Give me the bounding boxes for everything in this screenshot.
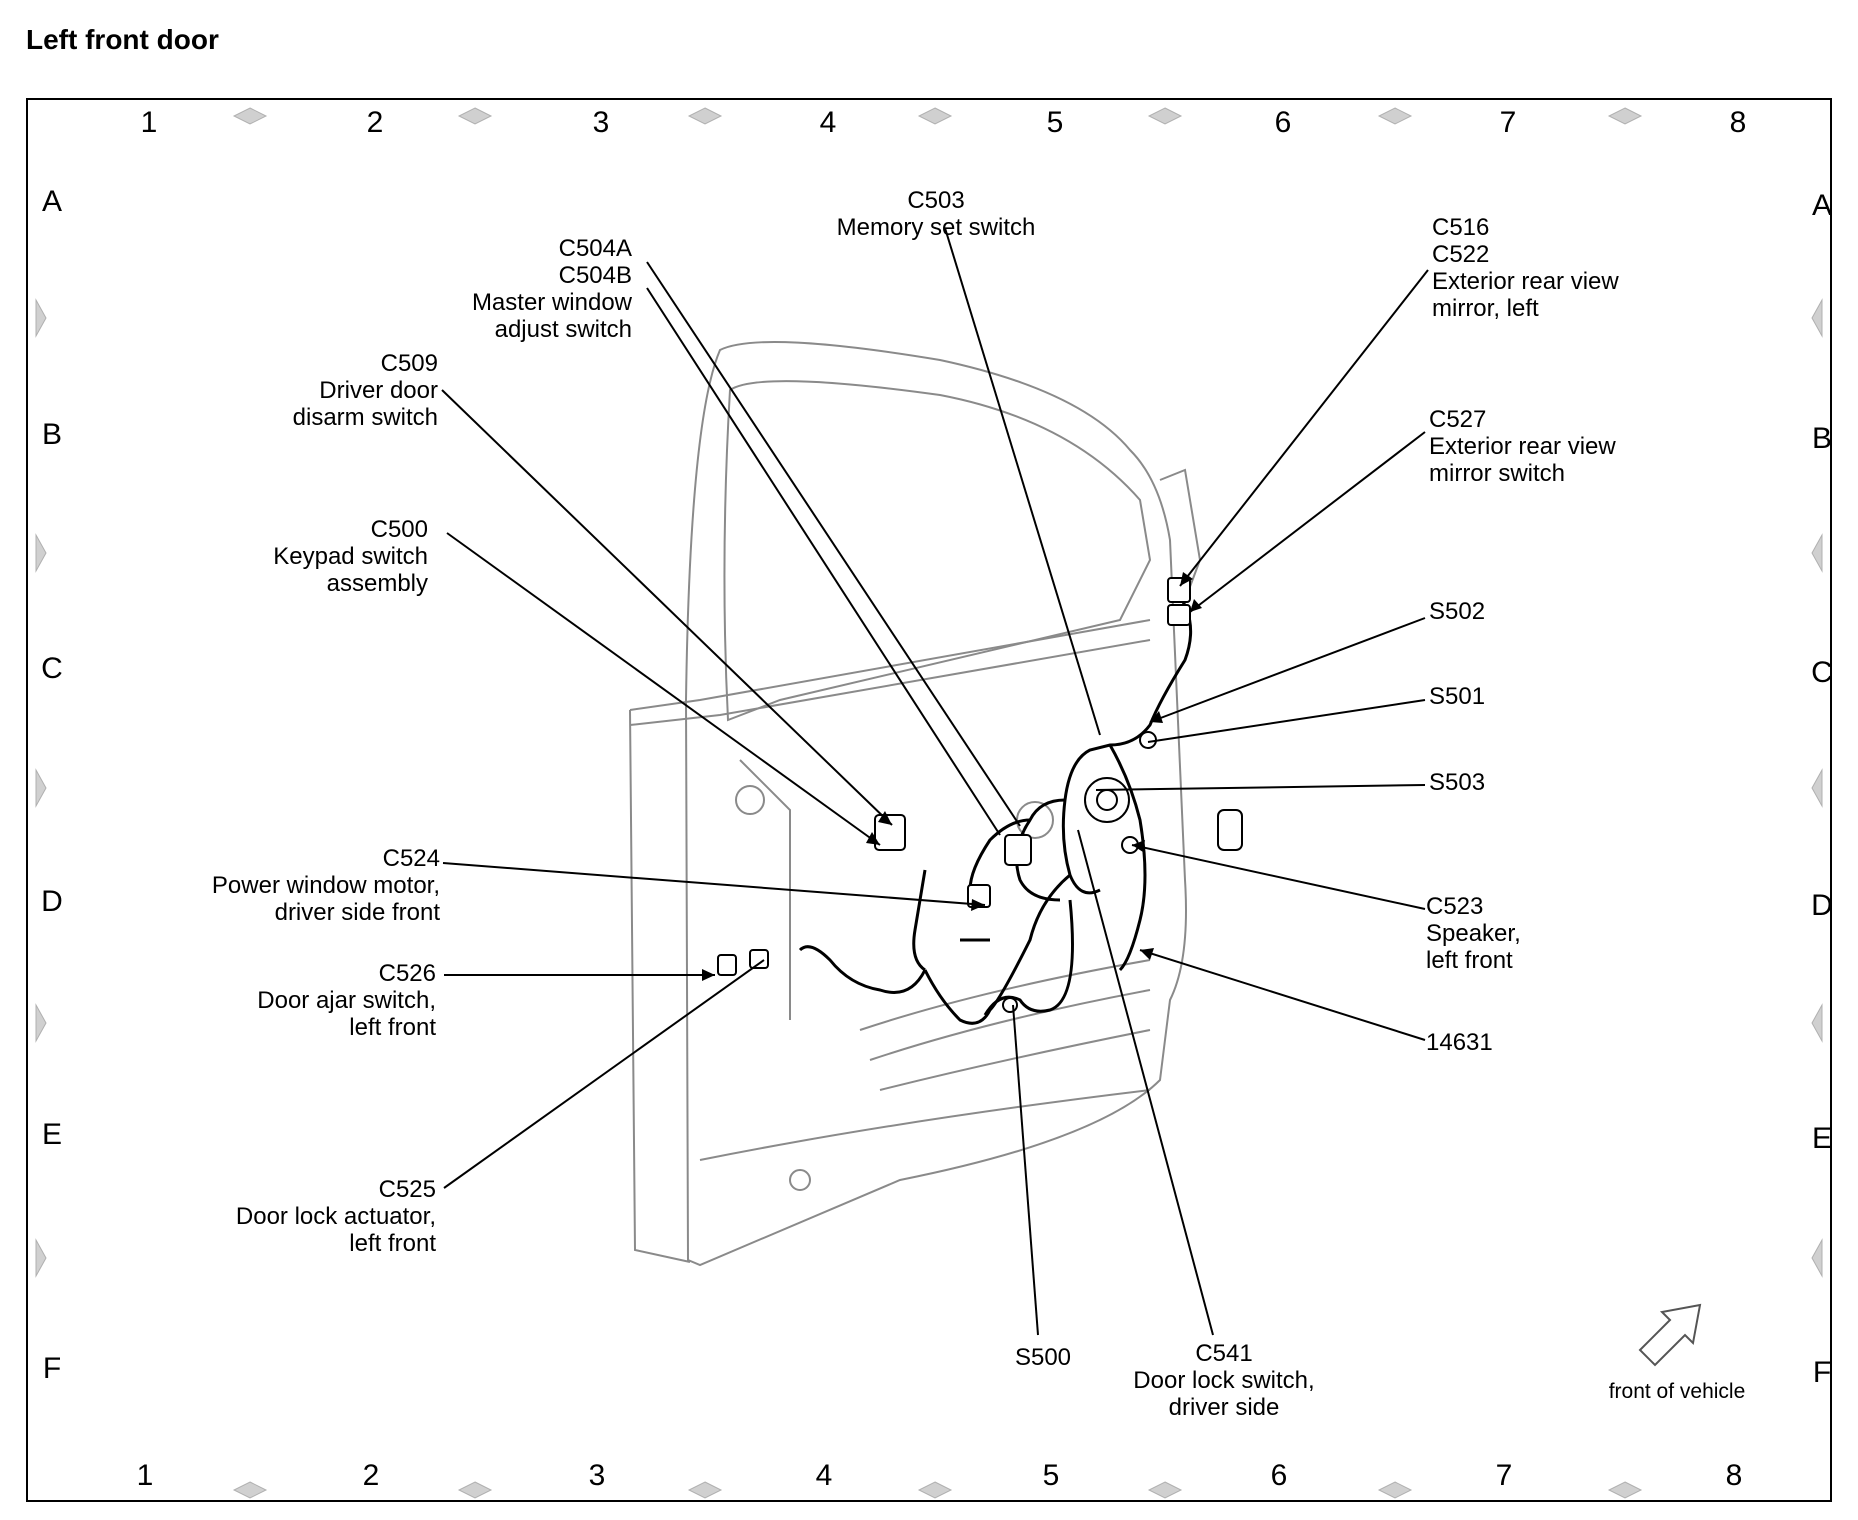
grid-row-label-left: D [41, 885, 63, 918]
callout-line: Exterior rear view [1432, 268, 1619, 295]
grid-column-label-bottom: 6 [1271, 1459, 1288, 1492]
grid-column-label-top: 7 [1500, 106, 1517, 139]
grid-row-label-right: B [1812, 422, 1832, 455]
grid-row-label-left: A [42, 185, 62, 218]
grid-column-label-bottom: 7 [1496, 1459, 1513, 1492]
callout-line: C523 [1426, 893, 1483, 920]
grid-column-label-top: 1 [141, 106, 158, 139]
grid-row-label-right: A [1812, 189, 1832, 222]
grid-column-label-top: 5 [1047, 106, 1064, 139]
wiring-harness [798, 589, 1193, 1025]
grid-column-label-top: 6 [1275, 106, 1292, 139]
grid-column-label-bottom: 8 [1726, 1459, 1743, 1492]
callout-line: Memory set switch [837, 214, 1036, 241]
callout-line: mirror, left [1432, 295, 1539, 322]
front-of-vehicle-arrow-icon [1638, 1303, 1702, 1367]
connectors [717, 577, 1243, 1013]
grid-column-label-top: 2 [367, 106, 384, 139]
callout-line: Door lock switch, [1133, 1367, 1314, 1394]
callout-line: Driver door [319, 377, 438, 404]
callout-line: mirror switch [1429, 460, 1565, 487]
callout-line: S503 [1429, 769, 1485, 796]
callout-line: C527 [1429, 406, 1486, 433]
callout-line: left front [349, 1230, 436, 1257]
callout-line: left front [349, 1014, 436, 1041]
grid-row-label-left: E [42, 1118, 62, 1151]
grid-column-label-bottom: 3 [589, 1459, 606, 1492]
callout-s503: S503 [1429, 769, 1485, 796]
callout-line: C526 [379, 960, 436, 987]
callout-line: C500 [371, 516, 428, 543]
grid-column-label-bottom: 5 [1043, 1459, 1060, 1492]
callout-line: Keypad switch [273, 543, 428, 570]
callout-line: disarm switch [293, 404, 438, 431]
grid-row-label-left: C [41, 652, 63, 685]
callout-line: C509 [381, 350, 438, 377]
callout-line: S501 [1429, 683, 1485, 710]
callout-line: C541 [1195, 1340, 1252, 1367]
grid-row-label-right: D [1811, 889, 1833, 922]
callout-line: Door lock actuator, [236, 1203, 436, 1230]
callout-14631: 14631 [1426, 1029, 1493, 1056]
grid-markers [35, 107, 1823, 1499]
callout-s500: S500 [1015, 1344, 1071, 1371]
callout-line: Exterior rear view [1429, 433, 1616, 460]
grid-row-label-right: C [1811, 656, 1833, 689]
callout-line: left front [1426, 947, 1513, 974]
front-of-vehicle-label: front of vehicle [1609, 1380, 1746, 1403]
grid-column-label-bottom: 4 [816, 1459, 833, 1492]
door-illustration [629, 341, 1202, 1267]
callout-line: Power window motor, [212, 872, 440, 899]
diagram-frame [26, 98, 1832, 1502]
callout-line: Door ajar switch, [257, 987, 436, 1014]
callout-line: S500 [1015, 1344, 1071, 1371]
callout-s501: S501 [1429, 683, 1485, 710]
grid-column-label-bottom: 2 [363, 1459, 380, 1492]
page-title: Left front door [26, 24, 219, 55]
callout-s502: S502 [1429, 598, 1485, 625]
grid-row-label-right: F [1813, 1356, 1831, 1389]
callout-line: C525 [379, 1176, 436, 1203]
grid-column-labels-top: 1 2 3 4 5 6 7 8 [141, 106, 1747, 139]
callout-line: Speaker, [1426, 920, 1521, 947]
grid-row-label-left: F [43, 1352, 61, 1385]
callout-line: C524 [383, 845, 440, 872]
grid-column-label-bottom: 1 [137, 1459, 154, 1492]
grid-column-label-top: 4 [820, 106, 837, 139]
grid-column-label-top: 8 [1730, 106, 1747, 139]
callout-line: driver side [1169, 1394, 1280, 1421]
callout-line: S502 [1429, 598, 1485, 625]
grid-row-label-right: E [1812, 1122, 1832, 1155]
grid-row-labels-right: A B C D E F [1811, 189, 1833, 1389]
leader-arrowheads [702, 572, 1202, 981]
callout-line: Master window [472, 289, 633, 316]
callout-line: C504A [559, 235, 632, 262]
callout-line: adjust switch [495, 316, 632, 343]
callout-line: C516 [1432, 214, 1489, 241]
grid-column-labels-bottom: 1 2 3 4 5 6 7 8 [137, 1459, 1743, 1492]
callout-line: 14631 [1426, 1029, 1493, 1056]
leader-lines [441, 227, 1429, 1336]
callout-line: C522 [1432, 241, 1489, 268]
callout-line: driver side front [275, 899, 441, 926]
grid-row-label-left: B [42, 418, 62, 451]
callout-line: C504B [559, 262, 632, 289]
grid-column-label-top: 3 [593, 106, 610, 139]
callout-line: C503 [907, 187, 964, 214]
callout-line: assembly [327, 570, 428, 597]
grid-row-labels-left: A B C D E F [41, 185, 63, 1385]
